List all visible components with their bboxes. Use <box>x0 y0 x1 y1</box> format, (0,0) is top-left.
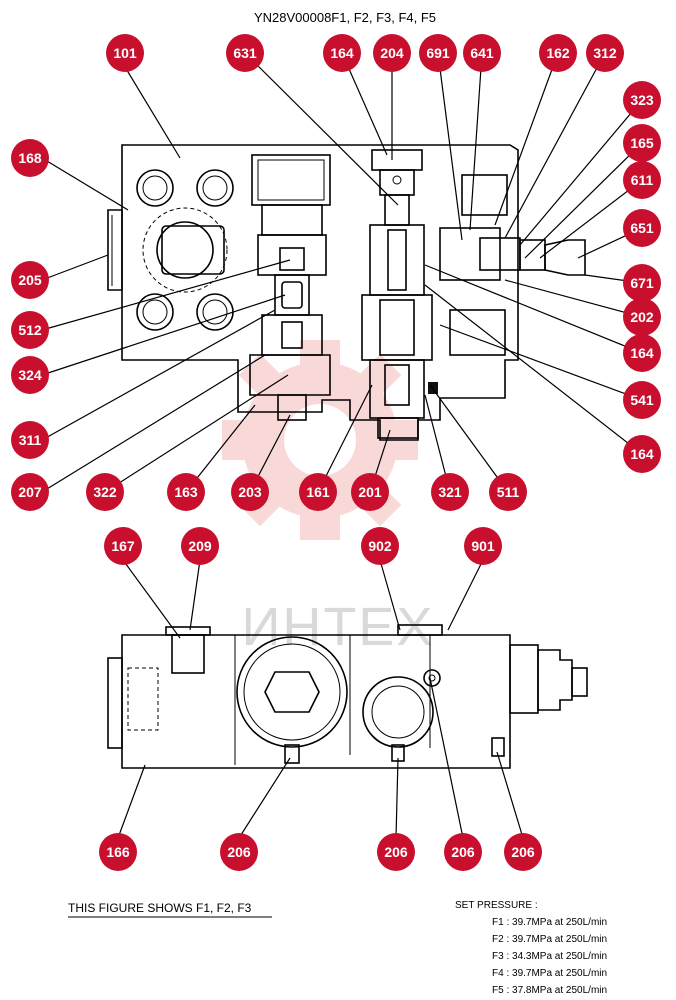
callout-311: 311 <box>11 421 49 459</box>
callout-163: 163 <box>167 473 205 511</box>
svg-text:541: 541 <box>630 392 654 408</box>
svg-text:511: 511 <box>497 484 520 500</box>
pressure-row: F4 : 39.7MPa at 250L/min <box>492 968 607 979</box>
callout-164c: 164 <box>623 435 661 473</box>
watermark-text: ИНТЕХ <box>242 597 435 657</box>
callout-206b: 206 <box>377 833 415 871</box>
callout-168: 168 <box>11 139 49 177</box>
callout-206c: 206 <box>444 833 482 871</box>
svg-text:161: 161 <box>306 484 330 500</box>
callout-206d: 206 <box>504 833 542 871</box>
set-pressure-heading: SET PRESSURE : <box>455 900 538 911</box>
section-view <box>107 144 586 441</box>
svg-text:204: 204 <box>380 45 404 61</box>
callout-631: 631 <box>226 34 264 72</box>
svg-text:321: 321 <box>438 484 462 500</box>
callout-101: 101 <box>106 34 144 72</box>
callout-322: 322 <box>86 473 124 511</box>
pressure-row: F1 : 39.7MPa at 250L/min <box>492 917 607 928</box>
svg-text:164: 164 <box>630 446 654 462</box>
callout-671: 671 <box>623 264 661 302</box>
svg-text:324: 324 <box>18 367 42 383</box>
callout-691: 691 <box>419 34 457 72</box>
callout-611: 611 <box>623 161 661 199</box>
callout-167: 167 <box>104 527 142 565</box>
svg-text:322: 322 <box>93 484 117 500</box>
callout-206a: 206 <box>220 833 258 871</box>
callout-651: 651 <box>623 209 661 247</box>
callout-321: 321 <box>431 473 469 511</box>
pressure-row: F3 : 34.3MPa at 250L/min <box>492 951 607 962</box>
svg-text:165: 165 <box>630 135 654 151</box>
side-view <box>107 624 588 769</box>
callout-162: 162 <box>539 34 577 72</box>
callout-323: 323 <box>623 81 661 119</box>
svg-text:166: 166 <box>106 844 130 860</box>
svg-text:164: 164 <box>330 45 354 61</box>
svg-text:611: 611 <box>631 172 654 188</box>
svg-text:901: 901 <box>471 538 495 554</box>
svg-text:168: 168 <box>18 150 42 166</box>
svg-text:691: 691 <box>426 45 450 61</box>
callout-203: 203 <box>231 473 269 511</box>
svg-text:206: 206 <box>227 844 251 860</box>
svg-text:167: 167 <box>111 538 135 554</box>
pressure-row: F2 : 39.7MPa at 250L/min <box>492 934 607 945</box>
callout-161: 161 <box>299 473 337 511</box>
callout-164a: 164 <box>323 34 361 72</box>
svg-text:671: 671 <box>630 275 654 291</box>
callout-202: 202 <box>623 298 661 336</box>
callout-209: 209 <box>181 527 219 565</box>
svg-text:206: 206 <box>451 844 475 860</box>
callout-204: 204 <box>373 34 411 72</box>
svg-text:163: 163 <box>174 484 198 500</box>
svg-text:651: 651 <box>630 220 654 236</box>
svg-text:902: 902 <box>368 538 392 554</box>
callout-207: 207 <box>11 473 49 511</box>
svg-text:311: 311 <box>19 432 42 448</box>
svg-text:323: 323 <box>630 92 654 108</box>
svg-text:512: 512 <box>18 322 42 338</box>
callout-312: 312 <box>586 34 624 72</box>
callout-166: 166 <box>99 833 137 871</box>
svg-text:631: 631 <box>233 45 257 61</box>
svg-text:101: 101 <box>113 45 137 61</box>
svg-text:205: 205 <box>18 272 42 288</box>
callout-901: 901 <box>464 527 502 565</box>
callout-201: 201 <box>351 473 389 511</box>
page-title: YN28V00008F1, F2, F3, F4, F5 <box>254 10 436 25</box>
callout-205: 205 <box>11 261 49 299</box>
callout-164b: 164 <box>623 334 661 372</box>
svg-text:203: 203 <box>238 484 262 500</box>
callout-324: 324 <box>11 356 49 394</box>
callout-902: 902 <box>361 527 399 565</box>
svg-text:162: 162 <box>546 45 570 61</box>
callout-541: 541 <box>623 381 661 419</box>
svg-text:641: 641 <box>470 45 494 61</box>
svg-text:209: 209 <box>188 538 212 554</box>
callout-165: 165 <box>623 124 661 162</box>
figure-note: THIS FIGURE SHOWS F1, F2, F3 <box>68 901 252 915</box>
svg-text:206: 206 <box>511 844 535 860</box>
callout-512: 512 <box>11 311 49 349</box>
svg-text:207: 207 <box>18 484 42 500</box>
svg-text:164: 164 <box>630 345 654 361</box>
svg-text:312: 312 <box>593 45 617 61</box>
callout-641: 641 <box>463 34 501 72</box>
svg-text:206: 206 <box>384 844 408 860</box>
callout-511: 511 <box>489 473 527 511</box>
bottom-leaders <box>117 559 524 839</box>
pressure-row: F5 : 37.8MPa at 250L/min <box>492 985 607 996</box>
svg-text:202: 202 <box>630 309 654 325</box>
svg-text:201: 201 <box>358 484 382 500</box>
